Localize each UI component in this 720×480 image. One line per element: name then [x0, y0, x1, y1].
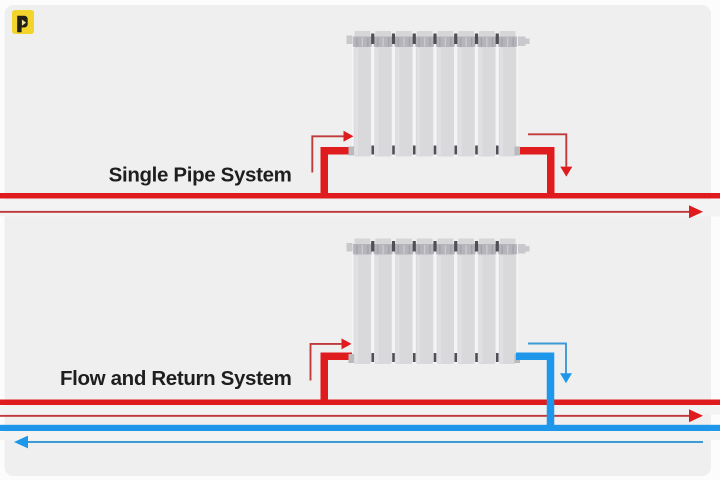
- svg-text:Single Pipe System: Single Pipe System: [109, 164, 292, 187]
- svg-text:Flow and Return System: Flow and Return System: [60, 367, 292, 390]
